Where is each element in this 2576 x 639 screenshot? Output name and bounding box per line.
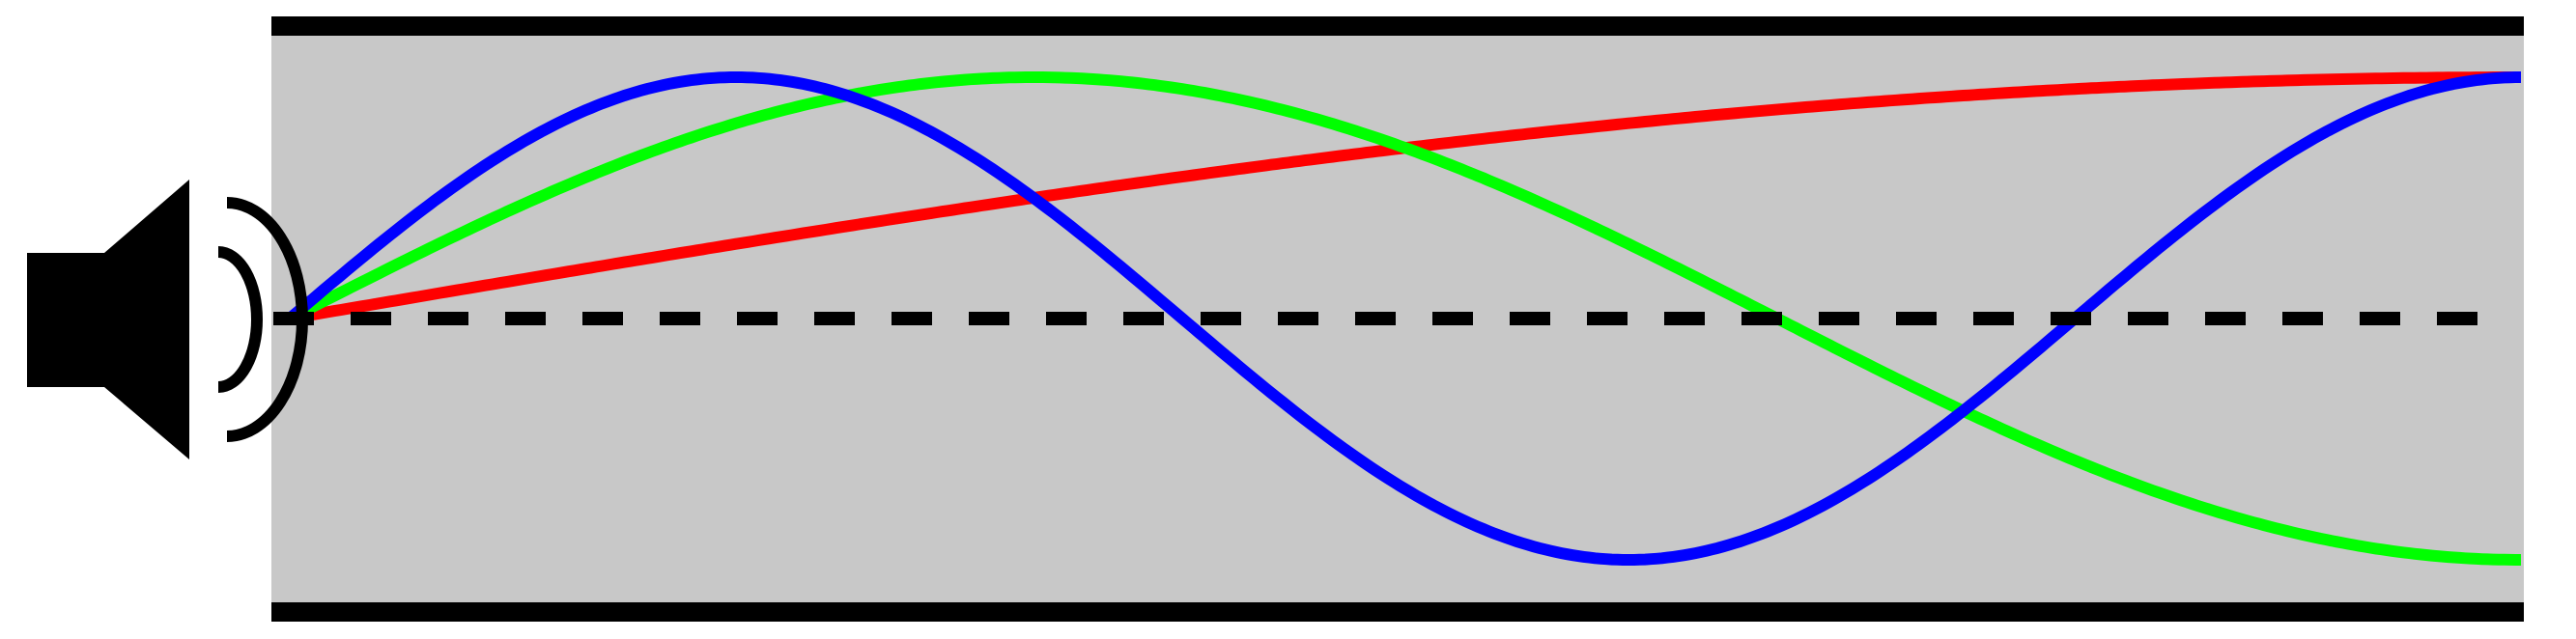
- speaker-body: [27, 180, 189, 459]
- tube-top-wall: [271, 16, 2524, 36]
- wave-curves: [286, 71, 2521, 566]
- sound-arc-small: [217, 246, 263, 393]
- wave-green: [287, 71, 2521, 566]
- wave-blue: [286, 71, 2521, 566]
- sound-arc-large: [226, 197, 308, 442]
- speaker-icon: [27, 180, 189, 459]
- tube-bottom-wall: [271, 602, 2524, 622]
- sound-wave-arcs-icon: [217, 197, 308, 442]
